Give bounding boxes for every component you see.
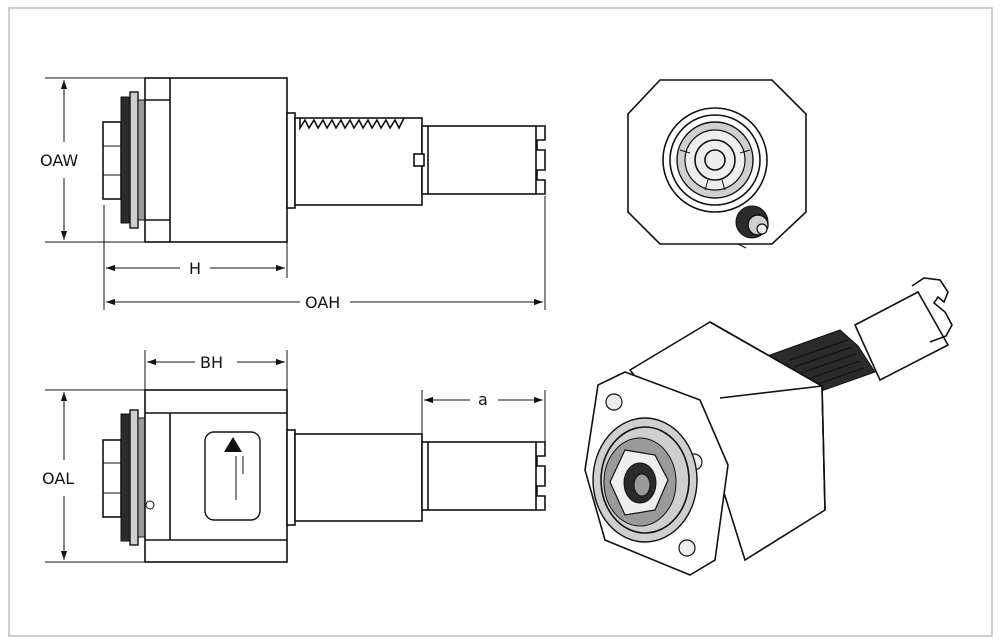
top-step-ring: [286, 112, 296, 209]
bottom-side-view: [102, 389, 546, 563]
bottom-drive-tenon: [536, 441, 546, 511]
nameplate: [204, 431, 261, 521]
bottom-flange-ring-3: [137, 417, 146, 538]
top-key: [413, 153, 425, 167]
logo-icon: [224, 437, 242, 452]
top-drive-tenon: [536, 125, 546, 195]
isometric-view: [584, 277, 953, 576]
bottom-flange-ring: [120, 413, 131, 542]
top-coupling-shaft: [421, 125, 537, 195]
dim-h-label: H: [189, 259, 201, 278]
dim-a: a: [421, 390, 546, 442]
iso-bolt-icon-3: [678, 539, 696, 557]
top-shank: [294, 117, 423, 206]
front-ring-2: [669, 114, 761, 206]
dim-bh: BH: [144, 350, 288, 430]
iso-shaft: [853, 290, 950, 382]
bottom-pin-icon: [145, 500, 155, 510]
front-end-view: [627, 79, 807, 249]
dim-oah-label: OAH: [305, 293, 340, 312]
top-gear-teeth: [299, 117, 405, 131]
top-side-view: [102, 77, 546, 243]
front-bore-outer: [694, 139, 736, 181]
bottom-step-ring: [286, 429, 296, 526]
dim-h: H: [103, 205, 288, 310]
top-flange-ring-2: [129, 91, 139, 229]
iso-bolt-icon-1: [605, 393, 623, 411]
bottom-nut: [102, 439, 122, 518]
top-flange-ring: [120, 96, 131, 224]
top-flange-ring-3: [137, 99, 146, 221]
front-bore: [704, 149, 726, 171]
dim-bh-label: BH: [200, 353, 223, 372]
bottom-flange-ring-2: [129, 409, 139, 546]
dim-a-label: a: [478, 390, 488, 409]
dim-oal: OAL: [42, 389, 145, 563]
dim-oal-label: OAL: [42, 469, 74, 488]
top-nut: [102, 121, 122, 200]
front-collet-inner: [684, 129, 746, 191]
bottom-coupling-shaft: [421, 441, 537, 511]
dim-oaw: OAW: [40, 77, 145, 243]
bottom-shank: [294, 433, 423, 522]
dim-oaw-label: OAW: [40, 151, 78, 170]
drawing-frame: [8, 7, 993, 637]
dim-oah: OAH: [106, 196, 546, 312]
front-outer-ring: [662, 107, 768, 213]
top-main-body: [144, 77, 288, 243]
